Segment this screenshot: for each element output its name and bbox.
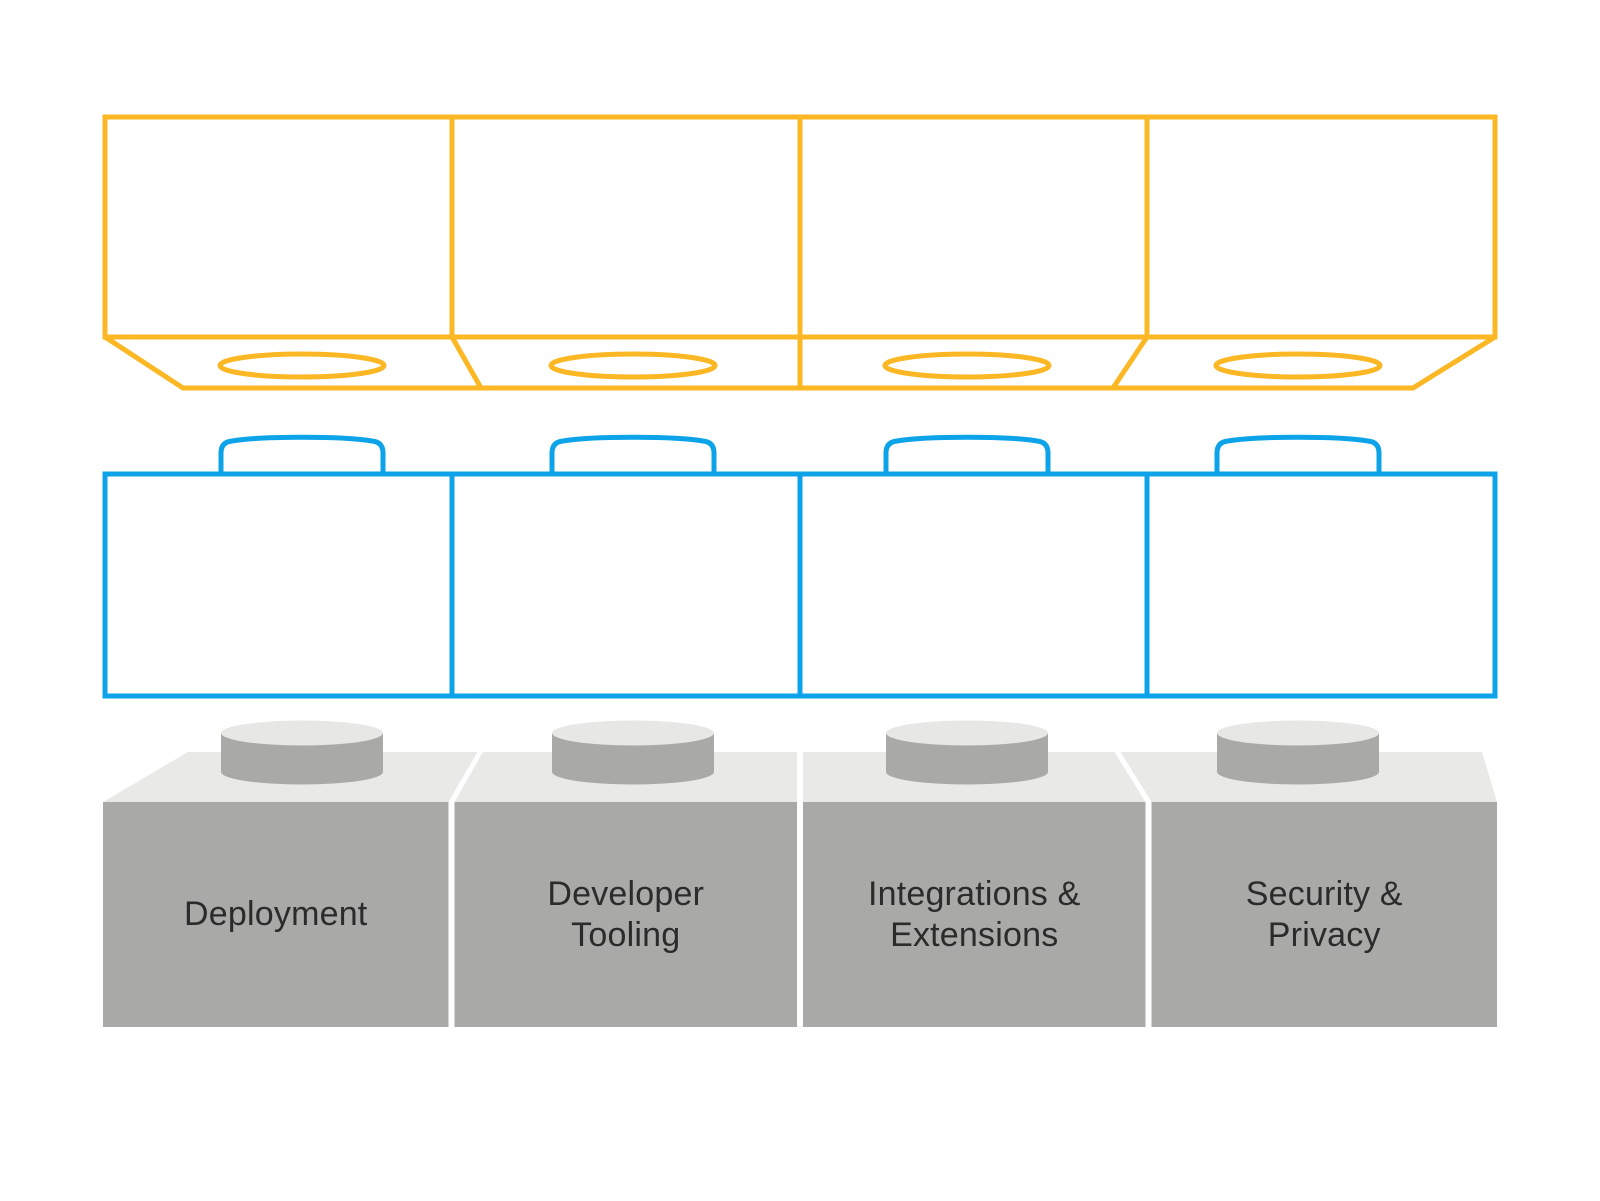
brick-label-box-integrations-extensions: Integrations & Extensions <box>803 802 1146 1027</box>
gray-stud-side <box>221 733 383 785</box>
blue-stud-4 <box>1214 434 1382 475</box>
yellow-brick-dividers <box>449 117 1150 337</box>
blue-stud-2 <box>549 434 717 475</box>
brick-label: Developer Tooling <box>547 874 705 954</box>
gray-stud-side <box>552 733 714 785</box>
brick-label: Integrations & Extensions <box>867 874 1081 954</box>
gray-stud-top <box>886 720 1048 746</box>
blue-stud-1 <box>218 434 386 475</box>
gray-brick-integrations-extensions <box>803 720 1146 1027</box>
brick-label-box-security-privacy: Security & Privacy <box>1152 802 1498 1027</box>
blue-stud-3 <box>883 434 1051 475</box>
gray-stud-top <box>221 720 383 746</box>
yellow-anti-stud-1 <box>217 351 387 380</box>
blue-brick-dividers <box>449 474 1150 696</box>
gray-brick-front-face <box>1151 802 1497 1027</box>
brick-label-box-deployment: Deployment <box>103 802 449 1027</box>
brick-label-box-developer-tooling: Developer Tooling <box>455 802 798 1027</box>
gray-stud-top <box>1217 720 1379 746</box>
gray-brick-front-face <box>454 802 797 1027</box>
gray-brick-front-face <box>103 802 449 1027</box>
yellow-brick-bottom-face-dividers <box>449 335 1150 390</box>
blue-brick-row <box>102 434 1498 699</box>
brick-label: Deployment <box>184 895 368 933</box>
gray-stud-side <box>886 733 1048 785</box>
yellow-anti-stud-3 <box>882 351 1052 380</box>
brick-label: Security & Privacy <box>1245 874 1403 954</box>
yellow-brick-underside <box>102 114 1498 391</box>
gray-brick-deployment <box>103 720 478 1027</box>
yellow-anti-stud-2 <box>548 351 718 380</box>
yellow-anti-stud-4 <box>1213 351 1383 380</box>
gray-brick-row <box>103 720 1497 1027</box>
gray-stud-top <box>552 720 714 746</box>
gray-brick-security-privacy <box>1120 720 1497 1027</box>
gray-stud-side <box>1217 733 1379 785</box>
gray-brick-developer-tooling <box>454 720 797 1027</box>
gray-brick-front-face <box>803 802 1146 1027</box>
